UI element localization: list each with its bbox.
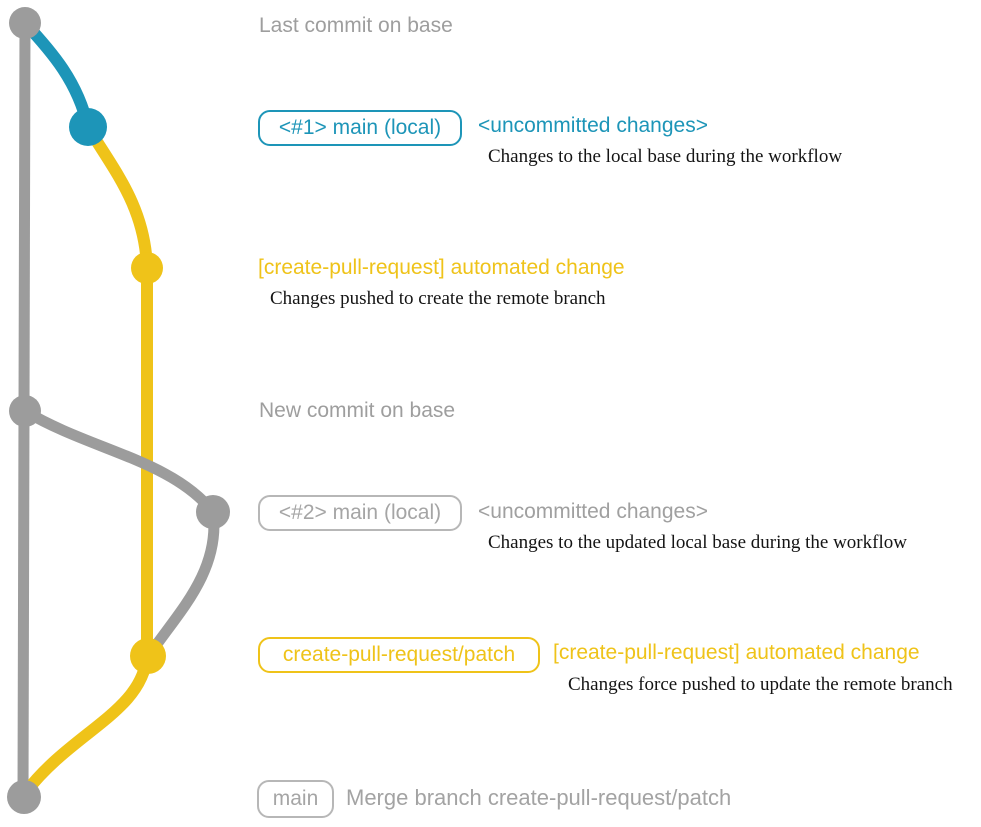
description-force-pushed-update-branch: Changes force pushed to update the remot… xyxy=(568,674,953,695)
description-local-base-changes-2: Changes to the updated local base during… xyxy=(488,532,907,553)
commit-node-base-top xyxy=(9,7,41,39)
commit-node-local-2 xyxy=(196,495,230,529)
branch-label-main-text: main xyxy=(272,787,319,810)
branch-label-create-pull-request-patch: create-pull-request/patch xyxy=(258,637,540,673)
branch-label-create-pull-request-patch-text: create-pull-request/patch xyxy=(282,643,516,666)
branch-label-main-local-1-text: <#1> main (local) xyxy=(278,116,442,139)
branch-label-main-local-1: <#1> main (local) xyxy=(258,110,462,146)
commit-node-remote-1 xyxy=(131,252,163,284)
commit-message-merge-branch: Merge branch create-pull-request/patch xyxy=(346,785,732,810)
commit-node-remote-2 xyxy=(130,638,166,674)
branch-label-main-local-2: <#2> main (local) xyxy=(258,495,462,531)
commit-graph xyxy=(7,7,230,814)
local-branch-2-line xyxy=(19,405,219,518)
commit-node-base-new xyxy=(9,395,41,427)
local-branch-2-merge-line xyxy=(144,506,220,660)
description-pushed-create-branch: Changes pushed to create the remote bran… xyxy=(270,288,606,309)
commit-node-local-1 xyxy=(69,108,107,146)
annotation-new-commit: New commit on base xyxy=(259,399,456,422)
annotation-last-commit: Last commit on base xyxy=(259,14,453,37)
commit-title-automated-change-2: [create-pull-request] automated change xyxy=(553,641,920,664)
branch-label-main: main xyxy=(257,780,334,818)
status-uncommitted-changes-1: <uncommitted changes> xyxy=(478,114,708,137)
commit-title-automated-change-1: [create-pull-request] automated change xyxy=(258,256,625,279)
commit-node-merge xyxy=(7,780,41,814)
status-uncommitted-changes-2: <uncommitted changes> xyxy=(478,500,708,523)
description-local-base-changes-1: Changes to the local base during the wor… xyxy=(488,146,843,167)
branch-label-main-local-2-text: <#2> main (local) xyxy=(278,501,442,524)
